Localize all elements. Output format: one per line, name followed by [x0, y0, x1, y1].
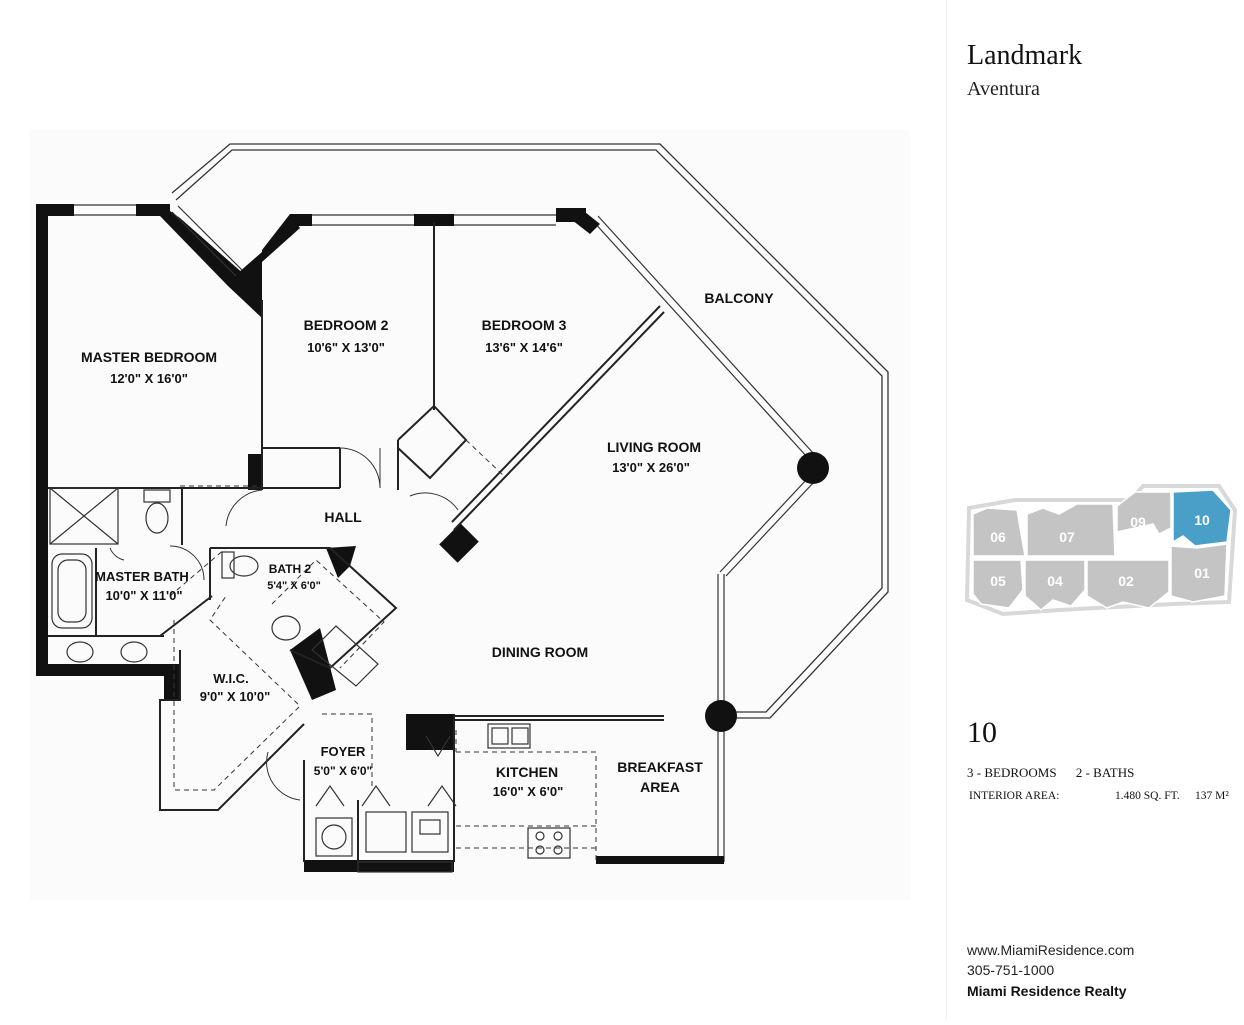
- keyplan-unit-05: [972, 559, 1024, 609]
- living-room-dims: 13'0" X 26'0": [612, 460, 690, 475]
- floor-plan: MASTER BEDROOM 12'0" X 16'0" BEDROOM 2 1…: [30, 130, 910, 900]
- kitchen-name: KITCHEN: [496, 764, 558, 780]
- company-name: Miami Residence Realty: [967, 983, 1127, 999]
- master-bath-dims: 10'0" X 11'0": [105, 588, 182, 603]
- keyplan-label-04: 04: [1047, 573, 1063, 589]
- phone-number: 305-751-1000: [967, 962, 1055, 978]
- bedrooms-count: 3 - BEDROOMS: [967, 765, 1057, 780]
- plan-paper: [30, 130, 910, 900]
- baths-count: 2 - BATHS: [1075, 765, 1135, 780]
- master-bath-name: MASTER BATH: [95, 569, 189, 584]
- bath2-dims: 5'4" X 6'0": [267, 580, 321, 592]
- bath2-name: BATH 2: [269, 562, 312, 576]
- keyplan-unit-09: [1116, 491, 1172, 535]
- master-bedroom-name: MASTER BEDROOM: [81, 349, 217, 365]
- exterior-walls: [36, 204, 724, 872]
- foyer-dims: 5'0" X 6'0": [314, 764, 372, 778]
- interior-area-sqft: 1.480 SQ. FT.: [1115, 790, 1180, 802]
- wic-name: W.I.C.: [213, 671, 248, 686]
- room-labels: MASTER BEDROOM 12'0" X 16'0" BEDROOM 2 1…: [81, 290, 774, 799]
- keyplan-label-02: 02: [1118, 573, 1134, 589]
- keyplan-label-10: 10: [1194, 512, 1210, 528]
- project-subtitle: Aventura: [967, 78, 1040, 100]
- living-room-name: LIVING ROOM: [607, 439, 701, 455]
- dining-room-name: DINING ROOM: [492, 644, 588, 660]
- fixtures: [49, 487, 571, 873]
- wic-dims: 9'0" X 10'0": [200, 689, 271, 704]
- key-plan: 06 07 09 10 05 04 02 01: [964, 484, 1238, 617]
- bedroom3-dims: 13'6" X 14'6": [485, 340, 563, 355]
- hall-name: HALL: [324, 509, 362, 525]
- breakfast-name-line1: BREAKFAST: [617, 759, 703, 775]
- windows: [74, 204, 556, 277]
- website-link[interactable]: www.MiamiResidence.com: [967, 942, 1135, 958]
- bedroom3-name: BEDROOM 3: [482, 317, 567, 333]
- sidebar: Landmark Aventura 06 07 09 10 05 04 02 0…: [946, 0, 1244, 1020]
- keyplan-unit-06: [972, 507, 1026, 557]
- door-swings: [109, 447, 459, 801]
- master-bedroom-dims: 12'0" X 16'0": [110, 371, 188, 386]
- bedroom2-dims: 10'6" X 13'0": [307, 340, 385, 355]
- floor-plan-drawing: MASTER BEDROOM 12'0" X 16'0" BEDROOM 2 1…: [30, 130, 910, 900]
- keyplan-labels: 06 07 09 10 05 04 02 01: [990, 512, 1210, 589]
- keyplan-unit-04: [1024, 559, 1086, 611]
- keyplan-unit-10: [1172, 489, 1232, 547]
- unit-number: 10: [967, 716, 997, 749]
- breakfast-name-line2: AREA: [640, 779, 680, 795]
- bedroom2-name: BEDROOM 2: [304, 317, 389, 333]
- foyer-name: FOYER: [321, 744, 366, 759]
- keyplan-unit-01: [1170, 543, 1228, 603]
- interior-walls: [48, 222, 665, 862]
- keyplan-label-07: 07: [1059, 529, 1075, 545]
- spec-row: 3 - BEDROOMS 2 - BATHS: [967, 765, 1150, 781]
- balcony-name: BALCONY: [704, 290, 774, 306]
- keyplan-label-05: 05: [990, 573, 1006, 589]
- keyplan-unit-02: [1086, 559, 1170, 609]
- keyplan-label-06: 06: [990, 529, 1006, 545]
- keyplan-label-09: 09: [1130, 514, 1146, 530]
- kitchen-dims: 16'0" X 6'0": [493, 784, 564, 799]
- dashed-lines: [169, 439, 597, 862]
- column-east: [797, 452, 829, 484]
- interior-area-m2: 137 M²: [1195, 790, 1229, 802]
- project-title: Landmark: [967, 40, 1083, 71]
- column-southeast: [705, 700, 737, 732]
- interior-area-label: INTERIOR AREA:: [969, 790, 1060, 802]
- keyplan-label-01: 01: [1194, 565, 1210, 581]
- keyplan-unit-07: [1026, 503, 1116, 557]
- balcony-outline: [171, 143, 889, 719]
